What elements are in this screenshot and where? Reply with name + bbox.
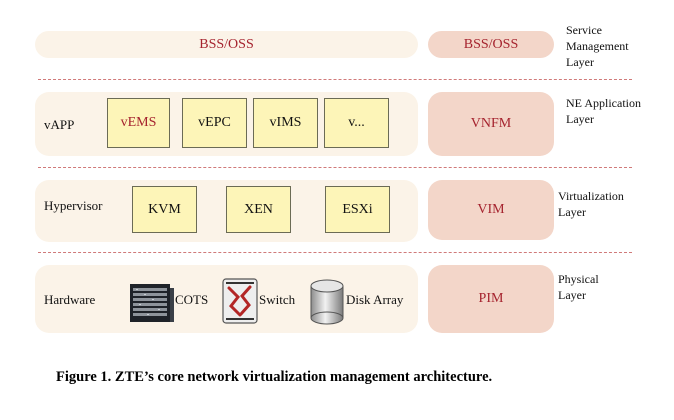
kvm-box: KVM [132,186,197,233]
vems-box: vEMS [107,98,170,148]
switch-label: Switch [259,292,296,307]
physical-layer-label: Physical Layer [558,271,658,303]
disk-array-label: Disk Array [346,292,404,307]
virtualization-layer-label-line: Layer [558,205,586,219]
divider [38,79,632,80]
disk-array-icon [309,278,345,326]
vnfm-pill: VNFM [428,92,554,156]
vim-pill: VIM [428,180,554,240]
xen-box: XEN [226,186,291,233]
service-side-label: BSS/OSS [463,36,519,52]
figure-caption: Figure 1. ZTE’s core network virtualizat… [56,369,493,385]
cots-label: COTS [175,292,209,307]
vim-label: VIM [477,202,505,217]
vims-box: vIMS [253,98,318,148]
service-layer-label-line: Management [566,39,629,53]
virtualization-layer-label-line: Virtualization [558,189,624,203]
physical-layer-label-line: Layer [558,288,586,302]
app-layer-label-line: NE Application [566,96,641,110]
service-band: BSS/OSS [35,31,418,58]
app-layer-label: NE Application Layer [566,95,672,127]
service-layer-label: Service Management Layer [566,22,666,70]
esxi-box: ESXi [325,186,390,233]
v-more-box: v... [324,98,389,148]
service-side-pill: BSS/OSS [428,31,554,58]
divider [38,167,632,168]
service-band-title: BSS/OSS [199,36,254,52]
virtualization-layer-label: Virtualization Layer [558,188,668,220]
physical-layer-label-line: Physical [558,272,599,286]
network-switch-icon [222,278,258,324]
vepc-box: vEPC [182,98,247,148]
pim-label: PIM [478,291,504,306]
pim-pill: PIM [428,265,554,333]
service-layer-label-line: Layer [566,55,594,69]
hardware-band-label: Hardware [44,292,96,307]
hypervisor-band-label: Hypervisor [44,198,103,213]
app-band-label: vAPP [44,117,75,132]
server-rack-icon [130,282,174,324]
app-layer-label-line: Layer [566,112,594,126]
divider [38,252,632,253]
service-layer-label-line: Service [566,23,602,37]
vnfm-label: VNFM [470,116,512,131]
